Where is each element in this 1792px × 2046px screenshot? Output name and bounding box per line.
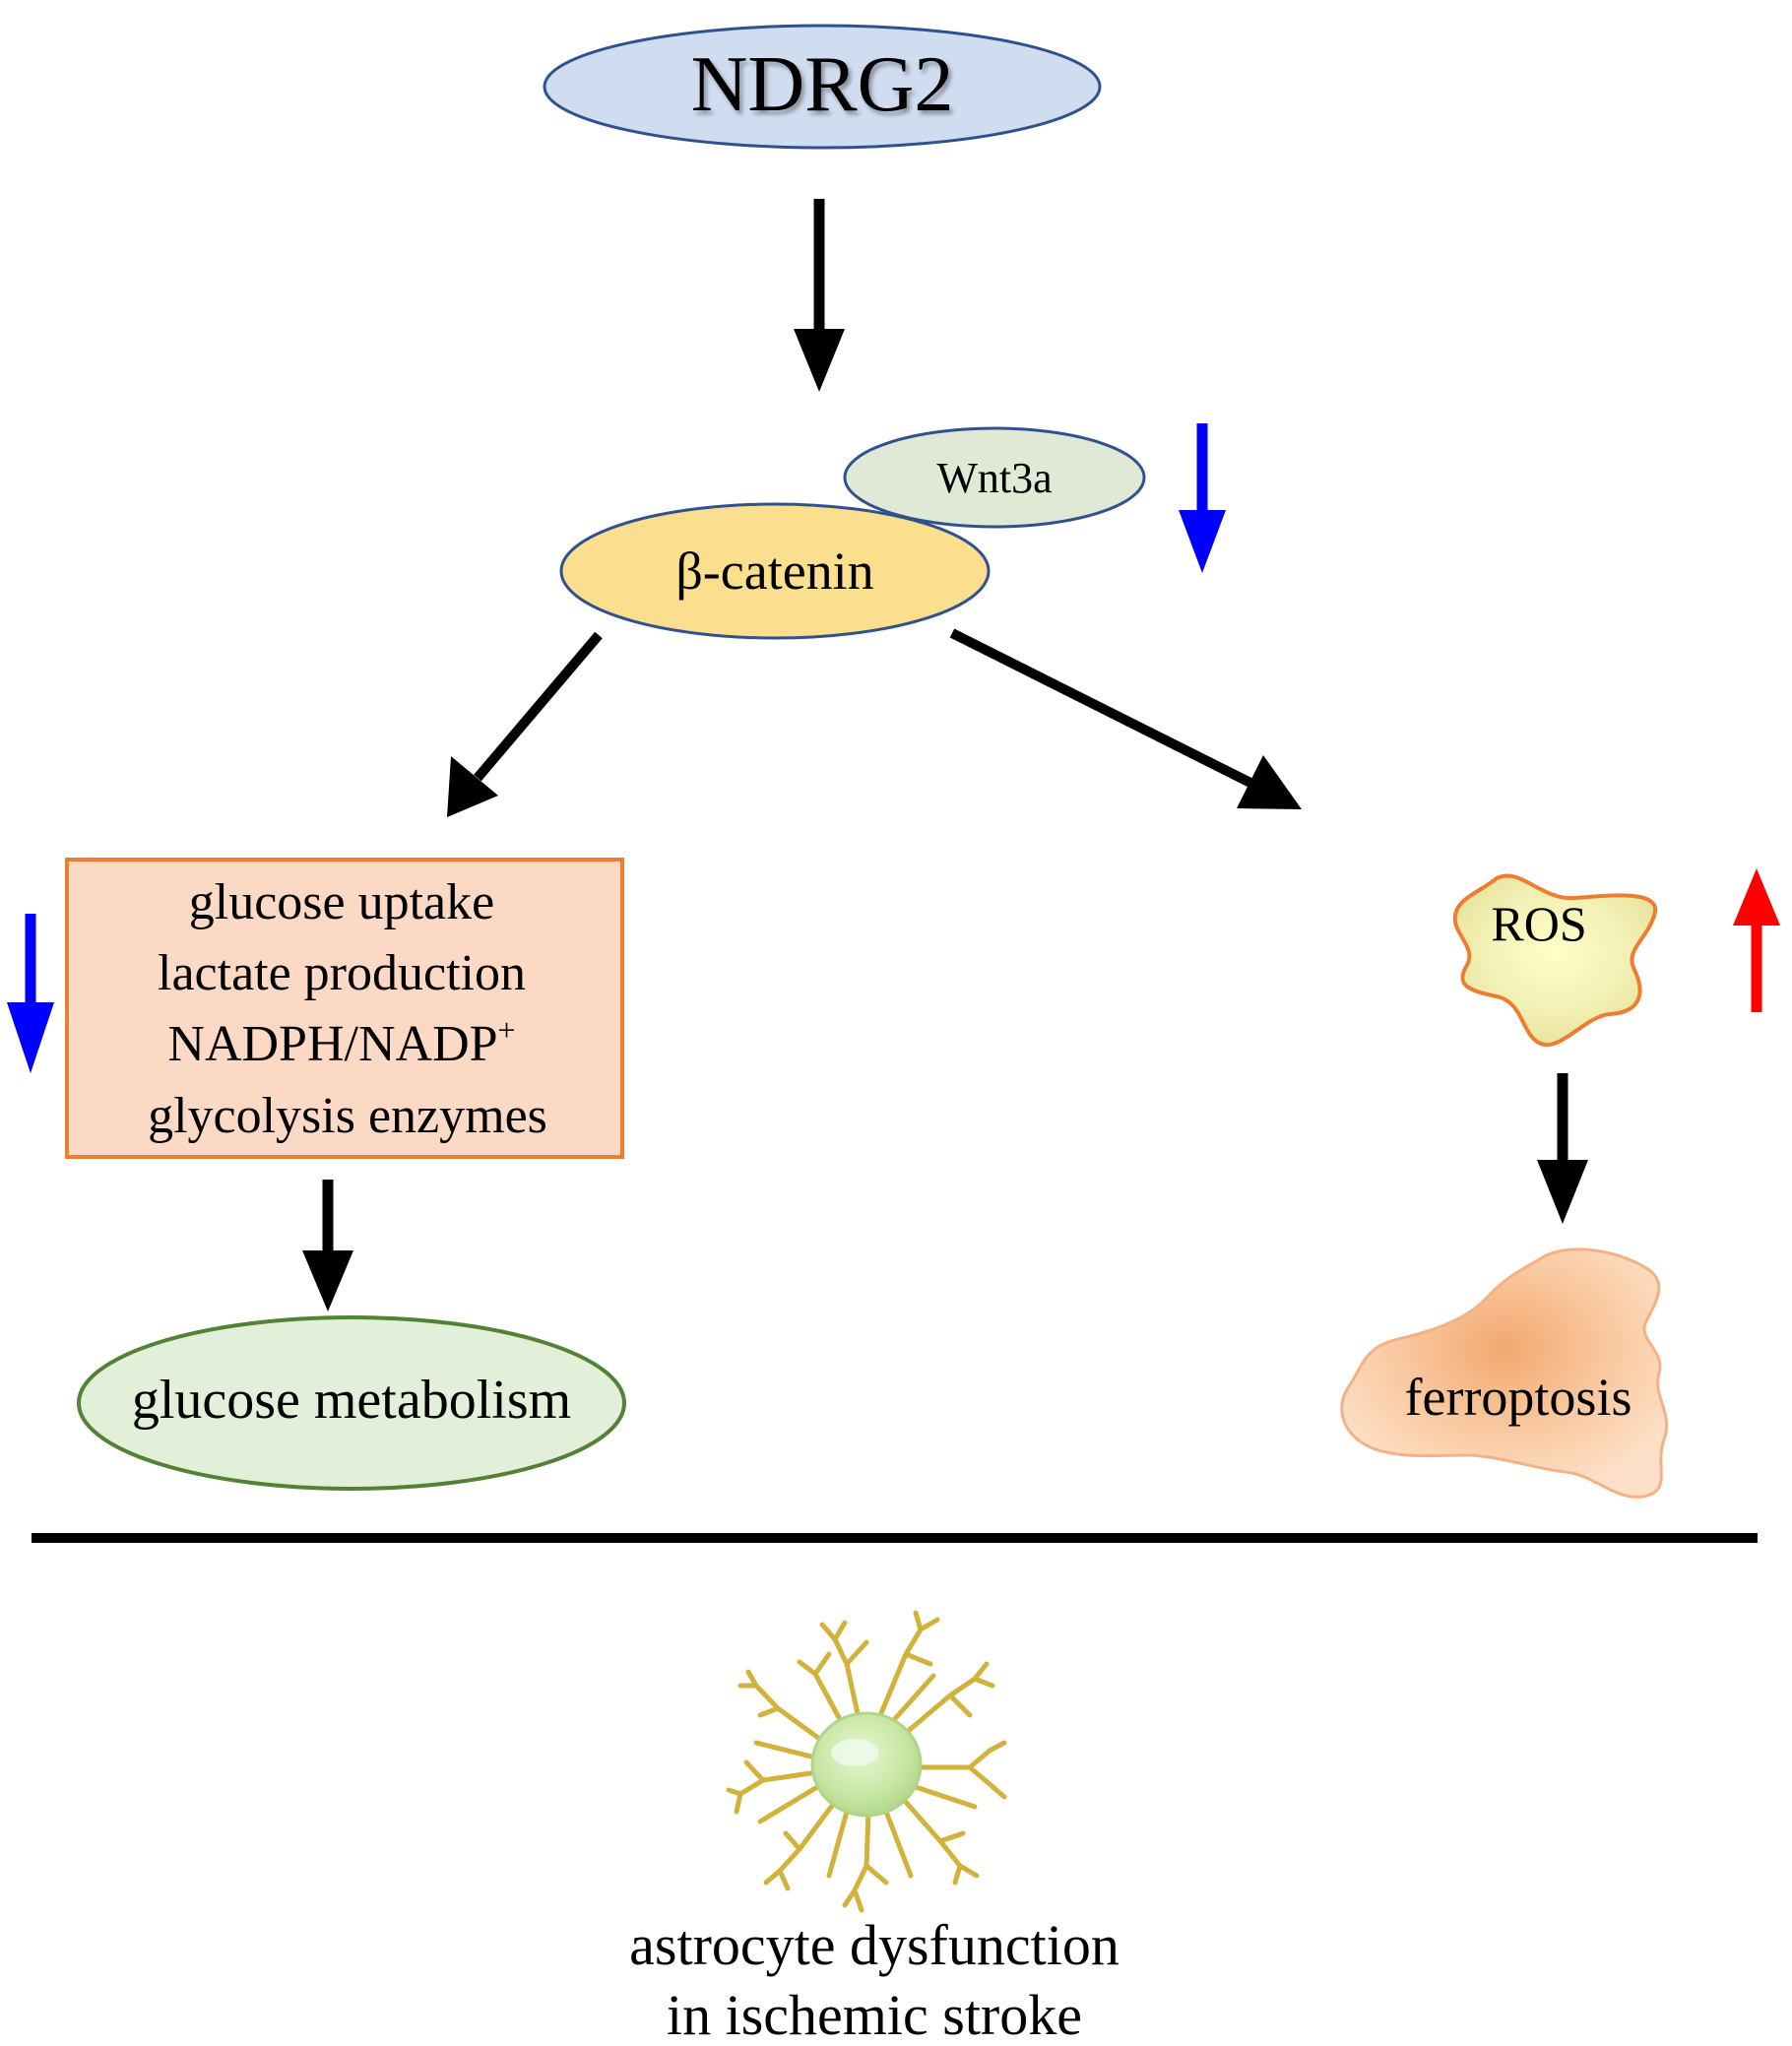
ndrg2-node: NDRG2 [543,24,1102,150]
glucose-metabolism-label: glucose metabolism [132,1370,571,1431]
ros-node: ROS [1452,873,1658,1048]
nadp-superscript: + [498,1012,516,1048]
wnt3a-label: Wnt3a [936,454,1052,502]
glycolysis-box: glucose uptake lactate production NADPH/… [65,858,624,1159]
wnt3a-node: Wnt3a [843,426,1146,529]
caption-line-1: astrocyte dysfunction [629,1913,1120,1977]
arrow-beta-catenin-to-glycolysis-box [447,631,603,817]
beta-catenin-node: β-catenin [559,502,991,640]
box-line-glycolysis-enzymes: glycolysis enzymes [148,1088,547,1144]
ndrg2-label: NDRG2 [691,41,954,128]
astrocyte-icon [726,1610,1007,1913]
ros-increase-arrow [1733,868,1780,1012]
arrow-ros-to-ferroptosis [1537,1073,1588,1224]
box-line-nadph-ratio: NADPH/NADP+ [167,1012,515,1072]
box-line-lactate-production: lactate production [158,945,526,1001]
arrow-box-to-glucose-metabolism [302,1180,353,1311]
arrow-ndrg2-to-beta-catenin [794,199,845,392]
beta-catenin-label: β-catenin [675,542,873,601]
box-decrease-arrow [7,914,54,1073]
ferroptosis-node: ferroptosis [1340,1247,1669,1499]
arrow-beta-catenin-to-ros [949,628,1302,809]
glucose-metabolism-node: glucose metabolism [77,1315,626,1491]
ferroptosis-label: ferroptosis [1405,1368,1632,1427]
caption-line-2: in ischemic stroke [667,1983,1082,2046]
ros-label: ROS [1491,896,1586,951]
box-line-glucose-uptake: glucose uptake [189,874,494,930]
beta-catenin-decrease-arrow [1179,423,1226,573]
